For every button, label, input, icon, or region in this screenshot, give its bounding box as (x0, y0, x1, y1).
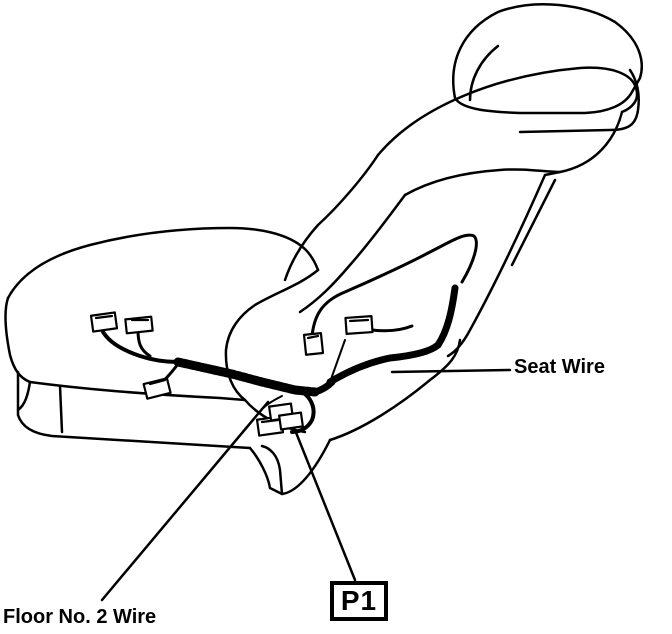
connectors (91, 312, 373, 435)
seat-base (18, 340, 460, 494)
leader-seat-wire (392, 370, 510, 372)
connector-left-3 (144, 378, 171, 398)
connector-back-1 (304, 333, 323, 355)
connector-code-box: P1 (330, 581, 388, 621)
wire-harness (102, 235, 476, 432)
harness-back-upper (312, 235, 476, 336)
connector-p1 (257, 404, 303, 436)
floor-wire-label: Floor No. 2 Wire (3, 606, 157, 628)
seat-back (285, 68, 637, 356)
connector-back-2 (345, 316, 372, 334)
leader-p1 (295, 430, 355, 580)
leader-lines (102, 340, 510, 600)
headrest (453, 4, 641, 132)
harness-corrugated (178, 362, 315, 392)
leader-floor-wire (102, 402, 268, 600)
connector-left-2 (125, 317, 152, 334)
harness-left-branch (102, 330, 178, 362)
connector-left-1 (91, 312, 117, 331)
harness-back-thick (330, 288, 455, 382)
seat-wire-label: Seat Wire (514, 356, 605, 378)
connector-code-label: P1 (340, 585, 378, 616)
